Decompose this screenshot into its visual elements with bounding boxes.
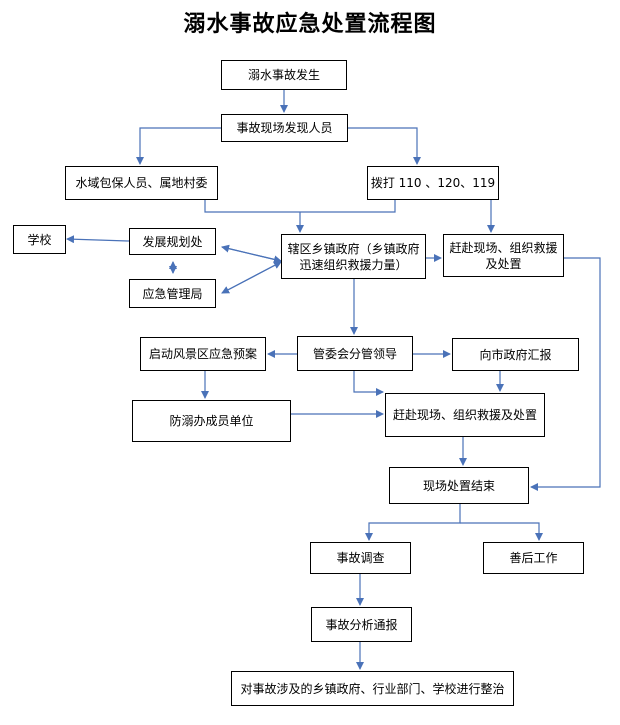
node-investigation: 事故调查 <box>310 542 411 574</box>
node-school: 学校 <box>13 225 66 254</box>
arrow-rescue1-end <box>530 257 601 491</box>
node-discoverer: 事故现场发现人员 <box>221 114 348 142</box>
node-dial: 拨打 110 、120、119 <box>367 166 499 200</box>
node-rescue-1: 赶赴现场、组织救援及处置 <box>443 234 564 277</box>
node-aftermath: 善后工作 <box>483 542 584 574</box>
node-scenic-plan: 启动风景区应急预案 <box>140 337 266 371</box>
arrow-end-investigation <box>365 504 461 541</box>
node-rescue-2: 赶赴现场、组织救援及处置 <box>385 393 545 437</box>
node-onsite-end: 现场处置结束 <box>389 467 529 504</box>
arrow-discoverer-dial <box>348 127 421 165</box>
node-analysis: 事故分析通报 <box>311 607 412 642</box>
node-drowning-units: 防溺办成员单位 <box>132 400 291 442</box>
page-title: 溺水事故应急处置流程图 <box>183 11 437 37</box>
arrow-end-aftermath <box>460 522 543 541</box>
node-emergency-bureau: 应急管理局 <box>129 279 216 308</box>
merge-line <box>204 200 396 213</box>
arrow-devplan-school <box>66 235 130 244</box>
node-township-gov: 辖区乡镇政府（乡镇政府迅速组织救援力量） <box>281 234 426 279</box>
node-city-gov: 向市政府汇报 <box>452 338 579 371</box>
node-rectify: 对事故涉及的乡镇政府、行业部门、学校进行整治 <box>231 671 514 706</box>
node-accident: 溺水事故发生 <box>221 60 347 90</box>
arrow-committee-rescue2 <box>353 371 384 396</box>
arrow-discoverer-waterarea <box>136 127 221 165</box>
node-committee: 管委会分管领导 <box>297 336 413 371</box>
node-water-area: 水域包保人员、属地村委 <box>65 166 218 200</box>
node-dev-plan: 发展规划处 <box>129 228 216 255</box>
